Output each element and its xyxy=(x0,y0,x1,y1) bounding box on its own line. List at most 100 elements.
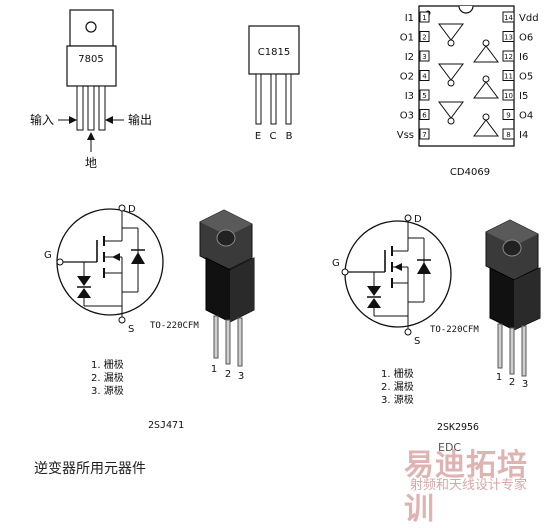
ic-part-label: CD4069 xyxy=(450,167,490,178)
ic-left-pin-name: O1 xyxy=(400,33,414,44)
ic-right-pin-number: 10 xyxy=(504,92,513,100)
mosfet-left-gate-terminal xyxy=(56,258,64,266)
ic-right-pin-number: 8 xyxy=(506,131,510,139)
ic-right-pin-box xyxy=(502,70,515,81)
mosfet-right-symbol-circle xyxy=(344,220,452,328)
mosfet-right-source-terminal xyxy=(404,328,412,336)
ic-right-pin-box xyxy=(502,128,515,140)
ic-right-pin-name: Vdd xyxy=(519,13,539,24)
ic-right-pin-box xyxy=(502,89,515,101)
ic-left-pin-name: I2 xyxy=(405,52,414,63)
ic-right-pin-number: 9 xyxy=(506,112,510,120)
legend-right-gate: 1. 栅极 xyxy=(381,367,414,380)
transistor-pin-c xyxy=(270,73,277,125)
mosfet-right-gate-terminal xyxy=(341,268,349,276)
ic-left-pin-box xyxy=(419,50,430,62)
ic-notch xyxy=(458,5,474,14)
ic-left-pin-box xyxy=(419,89,430,101)
watermark-overlay: EDC xyxy=(438,441,462,454)
watermark-slogan: 射频和天线设计专家 xyxy=(410,478,528,493)
legend-left-source: 3. 源极 xyxy=(91,384,124,397)
transistor-pin-c-label: C xyxy=(270,131,277,142)
ic-right-pin-name: O6 xyxy=(519,33,533,44)
ic-left-pin-box xyxy=(419,31,430,42)
mosfet-left-drain-terminal xyxy=(118,204,126,212)
package-right-pin2: 2 xyxy=(509,377,515,388)
ic-left-pin-number: 6 xyxy=(422,112,427,120)
ic-left-pin-name: Vss xyxy=(397,130,414,141)
inverter-gate-3 xyxy=(438,101,464,125)
mosfet-right-gate-label: G xyxy=(332,258,340,269)
ic-left-pin-name: O3 xyxy=(400,111,414,122)
ic-right-pin-box xyxy=(502,50,515,62)
mosfet-right-pin-legend: 1. 栅极 2. 漏极 3. 源极 xyxy=(381,367,414,406)
regulator-7805: 7805 输入 输出 地 xyxy=(30,9,152,170)
package-right-to220: TO-220CFM 1 2 3 xyxy=(430,219,541,390)
ic-left-pin-name: I1 xyxy=(405,13,414,24)
mosfet-left-source-terminal xyxy=(118,316,126,324)
inverter-gate-5 xyxy=(473,75,499,99)
ic-right-pin-number: 14 xyxy=(504,14,513,22)
mosfet-left-drain-label: D xyxy=(128,204,136,215)
ic-right-pin-name: O4 xyxy=(519,111,533,122)
regulator-part-label: 7805 xyxy=(78,54,103,65)
ic-right-pin-number: 12 xyxy=(504,53,513,61)
inverter-gate-2 xyxy=(438,63,464,87)
ic-left-pin-box xyxy=(419,128,430,140)
regulator-input-label: 输入 xyxy=(30,112,54,127)
mosfet-left-part: 2SJ471 xyxy=(148,420,184,431)
package-left-pin3: 3 xyxy=(238,371,244,382)
mosfet-left-pin-legend: 1. 栅极 2. 漏极 3. 源极 xyxy=(91,358,124,397)
ic-right-pin-name: I4 xyxy=(519,130,528,141)
ic-left-pin-number: 5 xyxy=(422,92,426,100)
package-right-name: TO-220CFM xyxy=(430,325,479,335)
regulator-output-label: 输出 xyxy=(128,112,152,127)
figure-caption: 逆变器所用元器件 xyxy=(34,461,146,477)
mosfet-right-drain-terminal xyxy=(404,214,412,222)
transistor-pin-e-label: E xyxy=(255,131,261,142)
ic-left-pin-number: 1 xyxy=(422,14,426,22)
regulator-mount-hole xyxy=(85,21,97,33)
transistor-part-label: C1815 xyxy=(258,47,290,58)
ic-right-pin-box xyxy=(502,11,515,23)
ic-right-pin-number: 13 xyxy=(504,34,513,42)
legend-left-drain: 2. 漏极 xyxy=(91,371,124,384)
transistor-c1815: C1815 E C B xyxy=(248,25,300,142)
mosfet-left-gate-label: G xyxy=(44,250,52,261)
mosfet-2sk2956: G D S xyxy=(332,214,452,347)
legend-left-gate: 1. 栅极 xyxy=(91,358,124,371)
mosfet-right-source-label: S xyxy=(414,336,420,347)
package-right-pin1: 1 xyxy=(496,372,502,383)
ic-body xyxy=(418,5,515,147)
transistor-pin-b-label: B xyxy=(286,131,293,142)
ic-left-pin-box xyxy=(419,109,430,120)
package-left-pin2: 2 xyxy=(225,369,231,380)
ic-right-pin-box xyxy=(502,31,515,42)
regulator-pin-output xyxy=(98,85,106,131)
mosfet-right-drain-label: D xyxy=(414,214,422,225)
ic-left-pin-box xyxy=(419,70,430,81)
transistor-body xyxy=(248,25,300,75)
legend-right-source: 3. 源极 xyxy=(381,393,414,406)
ic-left-pin-number: 4 xyxy=(422,73,427,81)
regulator-pin-ground xyxy=(87,85,95,131)
transistor-pin-b xyxy=(285,73,292,125)
legend-right-drain: 2. 漏极 xyxy=(381,380,414,393)
ic-left-pin-number: 3 xyxy=(422,53,426,61)
ic-right-pin-name: I5 xyxy=(519,91,528,102)
ic-right-pin-name: I6 xyxy=(519,52,528,63)
mosfet-left-source-label: S xyxy=(128,324,134,335)
regulator-ground-label: 地 xyxy=(85,156,97,170)
regulator-pin-input xyxy=(76,85,84,131)
package-left-name: TO-220CFM xyxy=(150,321,199,331)
ic-left-pin-number: 2 xyxy=(422,34,426,42)
inverter-gate-6 xyxy=(473,39,499,63)
package-left-pin1: 1 xyxy=(211,364,217,375)
inverter-gate-4 xyxy=(473,113,499,137)
regulator-body xyxy=(66,45,117,87)
ic-left-pin-name: O2 xyxy=(400,72,414,83)
ic-left-pin-number: 7 xyxy=(422,131,426,139)
mosfet-2sj471: G D S xyxy=(44,204,164,335)
ic-left-pin-box xyxy=(419,11,430,23)
